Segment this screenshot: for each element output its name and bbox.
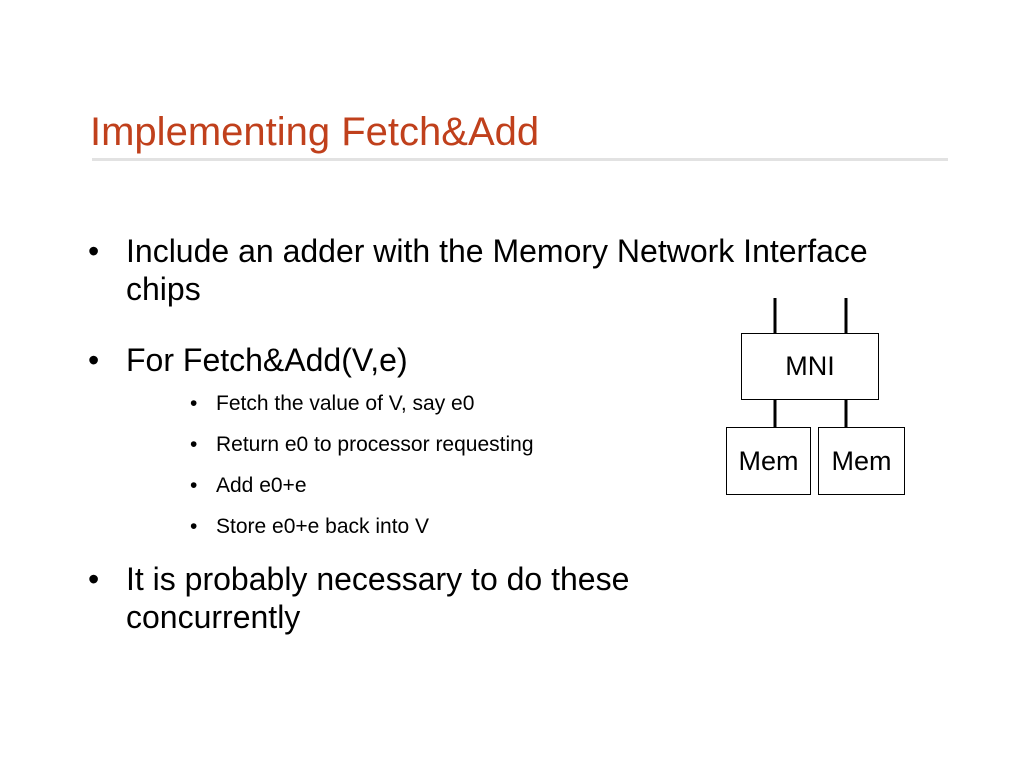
bullet-2: • For Fetch&Add(V,e) (88, 341, 908, 379)
slide-title: Implementing Fetch&Add (90, 110, 540, 154)
sub-bullet-text: Store e0+e back into V (216, 515, 430, 538)
sub-bullet-2: • Return e0 to processor requesting (190, 432, 660, 473)
bullet-text: Include an adder with the Memory Network… (126, 233, 868, 307)
mni-label: MNI (785, 351, 835, 381)
mem-box-2: Mem (818, 427, 905, 495)
bullet-text: For Fetch&Add(V,e) (126, 342, 408, 378)
bullet-1: • Include an adder with the Memory Netwo… (88, 232, 908, 308)
sub-bullet-text: Return e0 to processor requesting (216, 433, 534, 456)
sub-bullet-1: • Fetch the value of V, say e0 (190, 391, 660, 432)
mem-box-1: Mem (726, 427, 811, 495)
mem-label-2: Mem (831, 445, 892, 476)
sub-bullet-text: Fetch the value of V, say e0 (216, 392, 475, 415)
sub-bullet-marker: • (190, 474, 198, 497)
bullet-3: • It is probably necessary to do these c… (88, 560, 908, 636)
mem-label-1: Mem (738, 445, 799, 476)
sub-bullet-marker: • (190, 392, 198, 415)
sub-bullet-4: • Store e0+e back into V (190, 514, 660, 555)
bullet-row-1: • Include an adder with the Memory Netwo… (88, 232, 908, 308)
bullet-text: It is probably necessary to do these con… (126, 561, 630, 635)
bullet-marker: • (88, 233, 100, 269)
mni-box: MNI (741, 333, 879, 400)
sub-bullet-list: • Fetch the value of V, say e0 • Return … (190, 391, 660, 555)
bullet-marker: • (88, 561, 100, 597)
bullet-row-3: • It is probably necessary to do these c… (88, 560, 908, 636)
sub-bullet-3: • Add e0+e (190, 473, 660, 514)
bullet-marker: • (88, 342, 100, 378)
title-divider (92, 158, 948, 161)
sub-bullet-marker: • (190, 515, 198, 538)
bullet-row-2: • For Fetch&Add(V,e) (88, 341, 908, 379)
sub-bullet-text: Add e0+e (216, 474, 307, 497)
sub-bullet-marker: • (190, 433, 198, 456)
